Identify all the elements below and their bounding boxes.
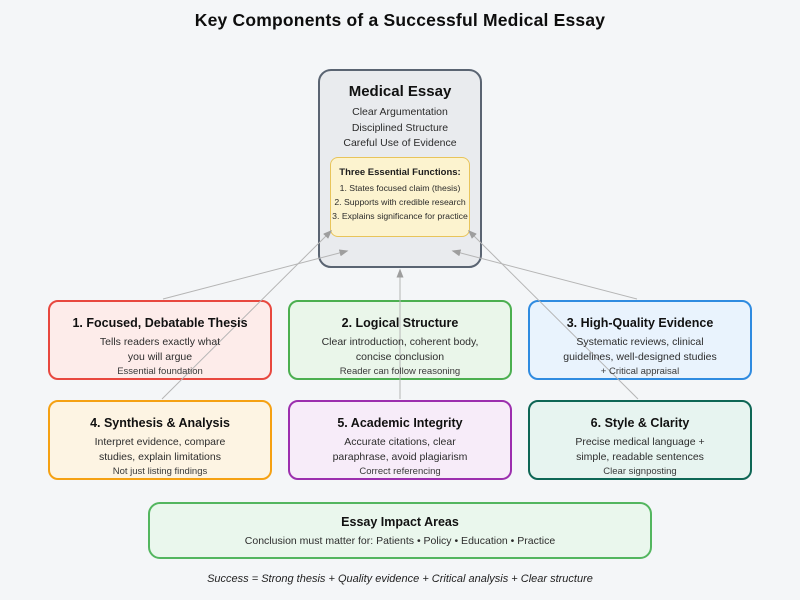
node-note: Reader can follow reasoning: [339, 366, 461, 377]
node-text: simple, readable sentences: [576, 451, 704, 463]
node-note: Clear signposting: [603, 466, 677, 477]
essential-function-item: 1. States focused claim (thesis): [339, 183, 461, 193]
success-formula-text: Success = Strong thesis + Quality eviden…: [207, 573, 593, 585]
node-title: 4. Synthesis & Analysis: [90, 416, 230, 430]
node-text: Systematic reviews, clinical: [576, 336, 704, 348]
node-text: Clear introduction, coherent body,: [321, 336, 479, 348]
node-note: + Critical appraisal: [600, 366, 680, 377]
node-text: you will argue: [127, 351, 193, 363]
node-high-quality-evidence: 3. High-Quality Evidence Systematic revi…: [528, 300, 752, 380]
node-title: 5. Academic Integrity: [337, 416, 463, 430]
page-title: Key Components of a Successful Medical E…: [194, 10, 606, 30]
node-academic-integrity: 5. Academic Integrity Accurate citations…: [288, 400, 512, 480]
essential-functions-box: Three Essential Functions: 1. States foc…: [330, 157, 470, 237]
essential-function-item: 3. Explains significance for practice: [332, 211, 468, 221]
node-text: studies, explain limitations: [99, 451, 221, 463]
node-text: Tells readers exactly what: [99, 336, 221, 348]
node-note: Correct referencing: [359, 466, 441, 477]
node-text: Precise medical language +: [575, 436, 705, 448]
node-text: Interpret evidence, compare: [94, 436, 226, 448]
medical-essay-node: Medical Essay Clear Argumentation Discip…: [318, 69, 482, 268]
node-title: 1. Focused, Debatable Thesis: [72, 316, 248, 330]
node-logical-structure: 2. Logical Structure Clear introduction,…: [288, 300, 512, 380]
node-text: Accurate citations, clear: [344, 436, 456, 448]
essay-attribute: Clear Argumentation: [352, 106, 448, 118]
node-text: paraphrase, avoid plagiarism: [332, 451, 468, 463]
node-text: concise conclusion: [355, 351, 445, 363]
node-style-clarity: 6. Style & Clarity Precise medical langu…: [528, 400, 752, 480]
essential-function-item: 2. Supports with credible research: [334, 197, 466, 207]
essay-attribute: Careful Use of Evidence: [343, 137, 457, 149]
node-note: Essential foundation: [117, 366, 203, 377]
node-title: 3. High-Quality Evidence: [566, 316, 714, 330]
impact-areas-node: Essay Impact Areas Conclusion must matte…: [148, 502, 652, 559]
medical-essay-title: Medical Essay: [348, 83, 452, 100]
essential-functions-title: Three Essential Functions:: [339, 167, 461, 178]
essay-attribute: Disciplined Structure: [351, 121, 449, 134]
node-focused-thesis: 1. Focused, Debatable Thesis Tells reade…: [48, 300, 272, 380]
node-synthesis-analysis: 4. Synthesis & Analysis Interpret eviden…: [48, 400, 272, 480]
node-note: Not just listing findings: [112, 466, 208, 477]
node-text: guidelines, well-designed studies: [563, 351, 717, 363]
impact-text: Conclusion must matter for: Patients • P…: [244, 535, 556, 547]
impact-title: Essay Impact Areas: [341, 515, 459, 529]
node-title: 2. Logical Structure: [341, 316, 459, 330]
node-title: 6. Style & Clarity: [590, 416, 690, 430]
